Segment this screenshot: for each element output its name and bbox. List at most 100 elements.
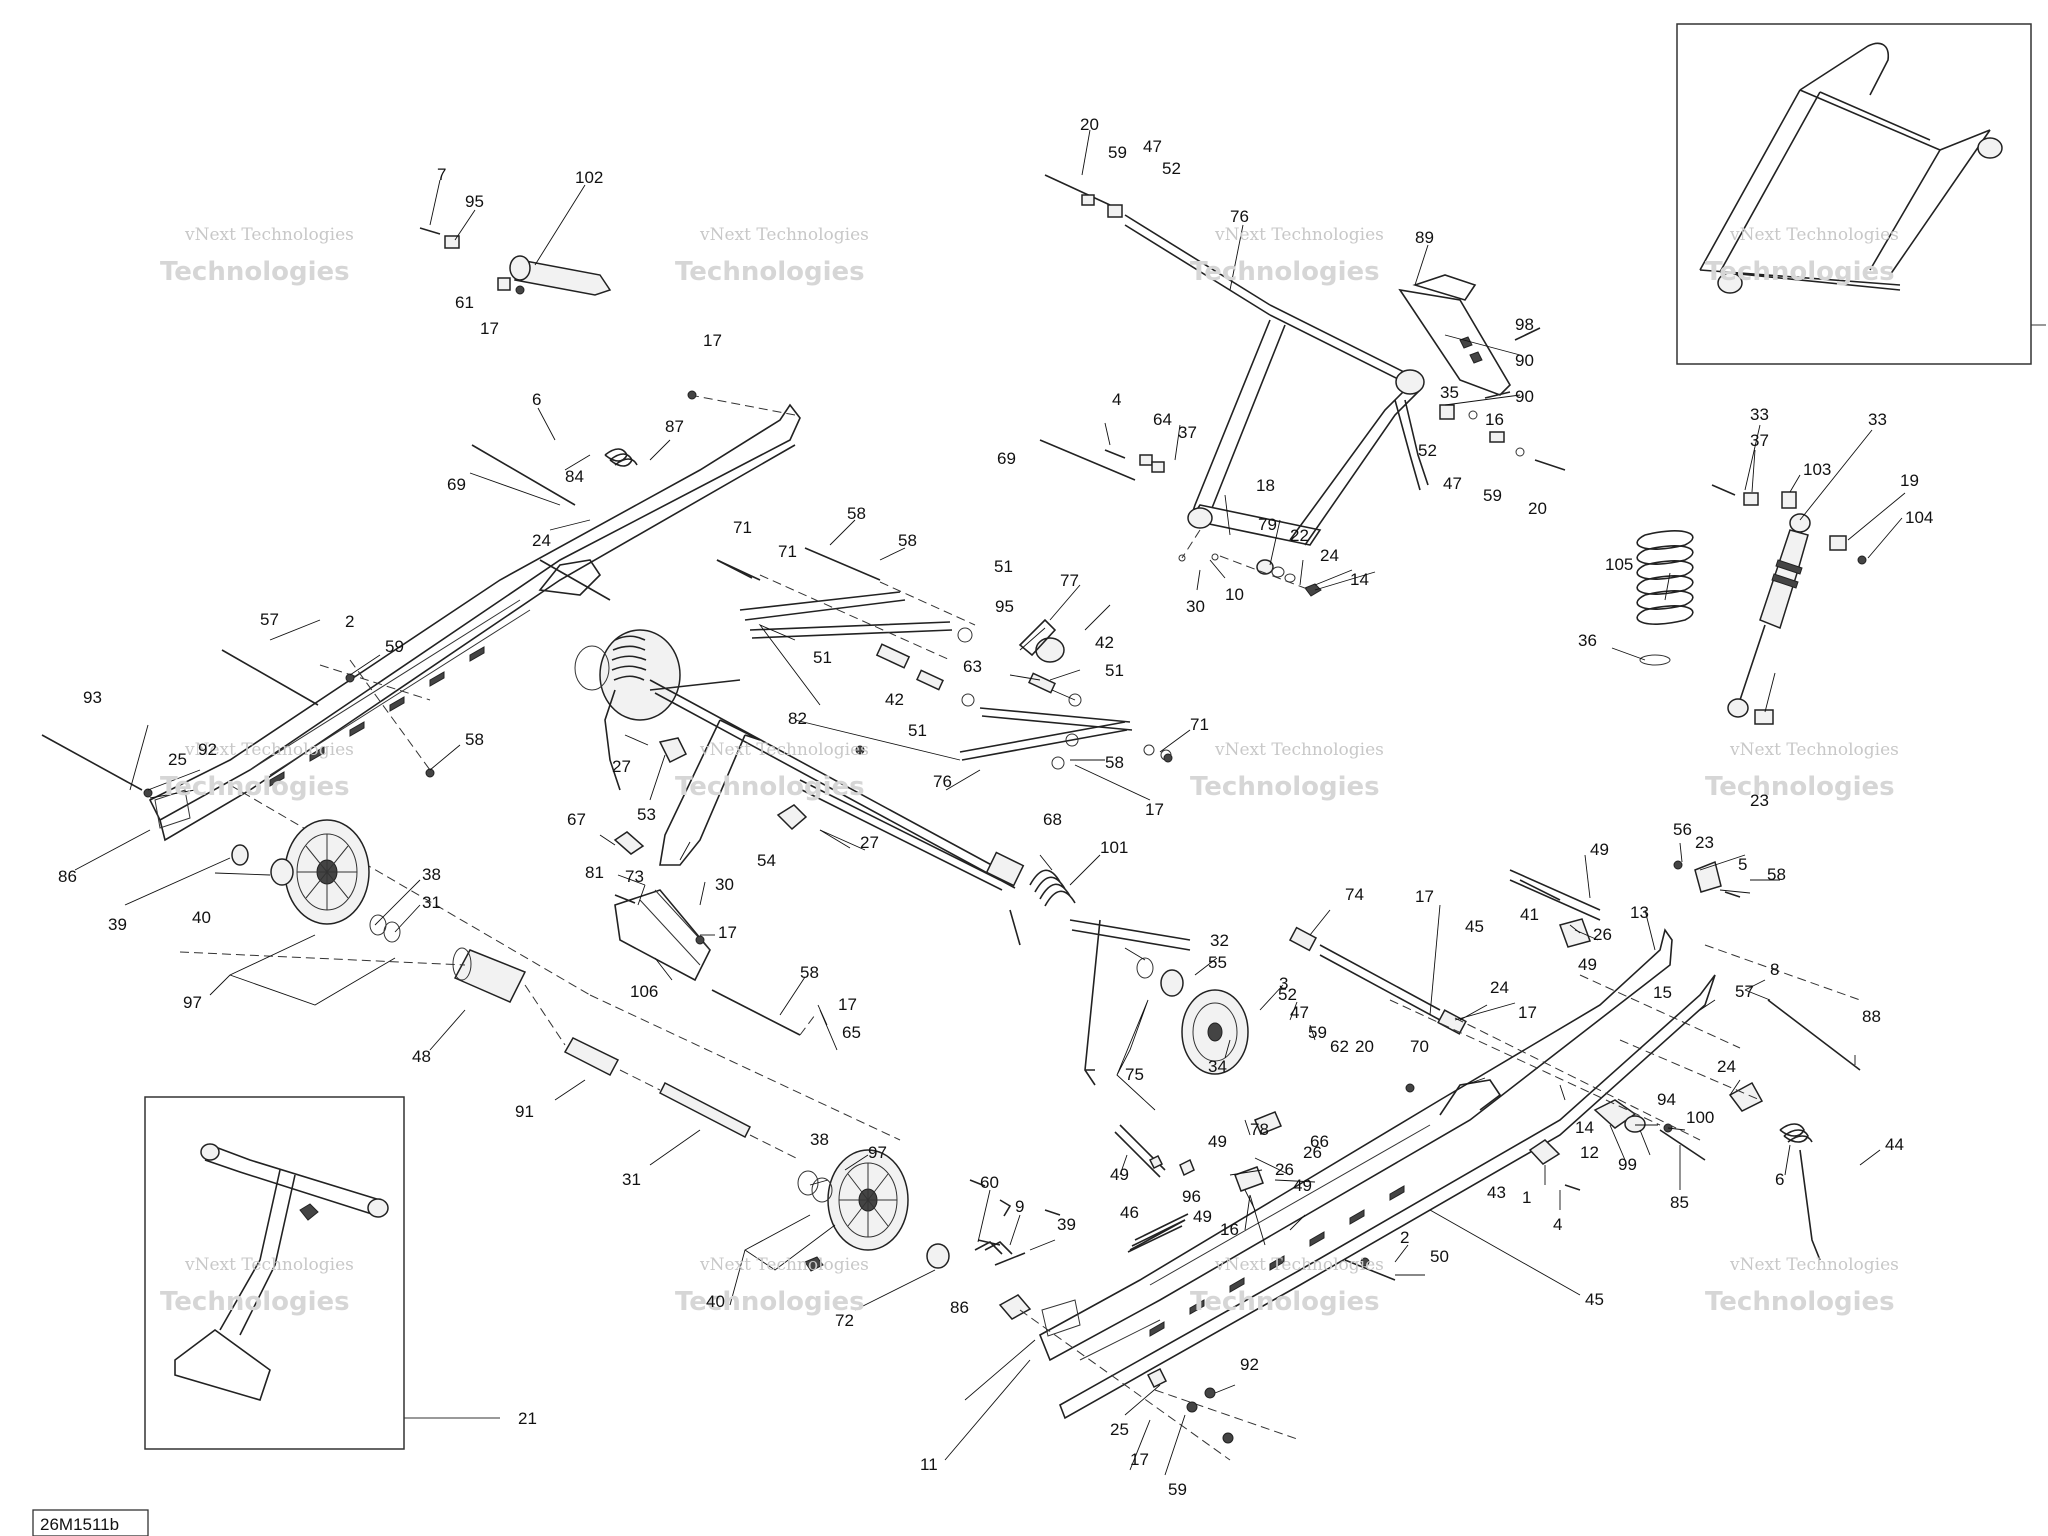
watermark-text: vNext Technologies <box>1214 740 1384 760</box>
rear-shaft-spring <box>799 779 1191 1086</box>
top-left-parts <box>419 227 612 296</box>
part-number-label: 46 <box>1120 1203 1139 1222</box>
part-number-label: 73 <box>625 867 644 886</box>
part-number-label: 53 <box>637 805 656 824</box>
watermark-text: Technologies <box>1705 1287 1895 1317</box>
part-number-label: 51 <box>813 648 832 667</box>
part-number-label: 25 <box>168 750 187 769</box>
part-number-label: 74 <box>1345 885 1364 904</box>
watermark-text: vNext Technologies <box>1214 1255 1384 1275</box>
part-number-label: 27 <box>860 833 879 852</box>
part-number-label: 39 <box>108 915 127 934</box>
part-number-label: 7 <box>437 165 446 184</box>
part-number-label: 101 <box>1100 838 1128 857</box>
watermark-text: vNext Technologies <box>184 225 354 245</box>
part-number-label: 71 <box>1190 715 1209 734</box>
inset-top-right <box>1676 23 2046 365</box>
part-number-label: 24 <box>1320 546 1339 565</box>
part-number-label: 54 <box>757 851 776 870</box>
part-number-label: 4 <box>1112 390 1121 409</box>
part-number-label: 50 <box>1430 1247 1449 1266</box>
part-number-label: 37 <box>1178 423 1197 442</box>
part-number-label: 24 <box>532 531 551 550</box>
part-number-label: 45 <box>1465 917 1484 936</box>
part-number-label: 71 <box>733 518 752 537</box>
part-number-label: 17 <box>1130 1450 1149 1469</box>
part-number-label: 67 <box>567 810 586 829</box>
center-arm-assembly <box>574 547 1172 889</box>
part-number-label: 22 <box>1290 526 1309 545</box>
watermark-text: Technologies <box>1705 772 1895 802</box>
part-number-label: 12 <box>1580 1143 1599 1162</box>
part-number-label: 38 <box>810 1130 829 1149</box>
part-number-label: 88 <box>1862 1007 1881 1026</box>
part-number-label: 47 <box>1290 1003 1309 1022</box>
part-number-label: 89 <box>1415 228 1434 247</box>
figure-code: 26M1511b <box>32 1509 149 1536</box>
part-number-label: 72 <box>835 1311 854 1330</box>
part-number-label: 59 <box>1168 1480 1187 1499</box>
watermark-text: vNext Technologies <box>699 740 869 760</box>
part-number-label: 58 <box>800 963 819 982</box>
part-number-label: 20 <box>1355 1037 1374 1056</box>
part-number-label: 27 <box>612 757 631 776</box>
part-number-label: 51 <box>994 557 1013 576</box>
part-number-label: 49 <box>1208 1132 1227 1151</box>
part-number-label: 69 <box>447 475 466 494</box>
part-number-label: 64 <box>1153 410 1172 429</box>
part-number-label: 30 <box>715 875 734 894</box>
part-number-label: 10 <box>1225 585 1244 604</box>
part-number-label: 105 <box>1605 555 1633 574</box>
part-number-label: 85 <box>1670 1193 1689 1212</box>
part-number-label: 92 <box>1240 1355 1259 1374</box>
part-number-label: 76 <box>1230 207 1249 226</box>
part-number-label: 17 <box>718 923 737 942</box>
part-number-label: 71 <box>778 542 797 561</box>
part-number-label: 4 <box>1553 1215 1562 1234</box>
part-number-label: 77 <box>1060 571 1079 590</box>
part-number-label: 52 <box>1162 159 1181 178</box>
part-number-label: 49 <box>1578 955 1597 974</box>
part-number-label: 16 <box>1220 1220 1239 1239</box>
part-number-label: 96 <box>1182 1187 1201 1206</box>
watermark-text: vNext Technologies <box>1729 225 1899 245</box>
part-number-label: 51 <box>1105 661 1124 680</box>
part-number-label: 91 <box>515 1102 534 1121</box>
part-number-label: 42 <box>1095 633 1114 652</box>
part-number-label: 31 <box>422 893 441 912</box>
part-number-label: 102 <box>575 168 603 187</box>
part-number-label: 3 <box>1279 974 1288 993</box>
part-number-label: 2 <box>1400 1228 1409 1247</box>
part-number-label: 26 <box>1275 1160 1294 1179</box>
part-number-label: 58 <box>847 504 866 523</box>
rear-arm-assembly <box>1039 174 1566 597</box>
part-number-label: 17 <box>1415 887 1434 906</box>
part-number-label: 48 <box>412 1047 431 1066</box>
part-number-label: 5 <box>1738 855 1747 874</box>
part-number-label: 8 <box>1770 960 1779 979</box>
part-number-label: 81 <box>585 863 604 882</box>
part-number-label: 39 <box>1057 1215 1076 1234</box>
part-number-label: 17 <box>703 331 722 350</box>
part-number-label: 19 <box>1900 471 1919 490</box>
part-number-label: 14 <box>1350 570 1369 589</box>
part-number-label: 51 <box>908 721 927 740</box>
part-number-label: 59 <box>1483 486 1502 505</box>
wheel-left-upper <box>231 819 401 943</box>
part-number-label: 62 <box>1330 1037 1349 1056</box>
watermark-text: Technologies <box>675 772 865 802</box>
part-number-label: 24 <box>1490 978 1509 997</box>
right-rail-assembly <box>974 860 1861 1461</box>
part-number-label: 90 <box>1515 351 1534 370</box>
part-number-label: 100 <box>1686 1108 1714 1127</box>
part-number-label: 47 <box>1443 474 1462 493</box>
part-number-label: 61 <box>455 293 474 312</box>
part-number-label: 13 <box>1630 903 1649 922</box>
watermark-text: Technologies <box>160 1287 350 1317</box>
part-number-label: 35 <box>1440 383 1459 402</box>
part-number-label: 20 <box>1080 115 1099 134</box>
part-number-label: 55 <box>1208 953 1227 972</box>
part-number-label: 56 <box>1673 820 1692 839</box>
part-number-label: 76 <box>933 772 952 791</box>
part-number-label: 18 <box>1256 476 1275 495</box>
